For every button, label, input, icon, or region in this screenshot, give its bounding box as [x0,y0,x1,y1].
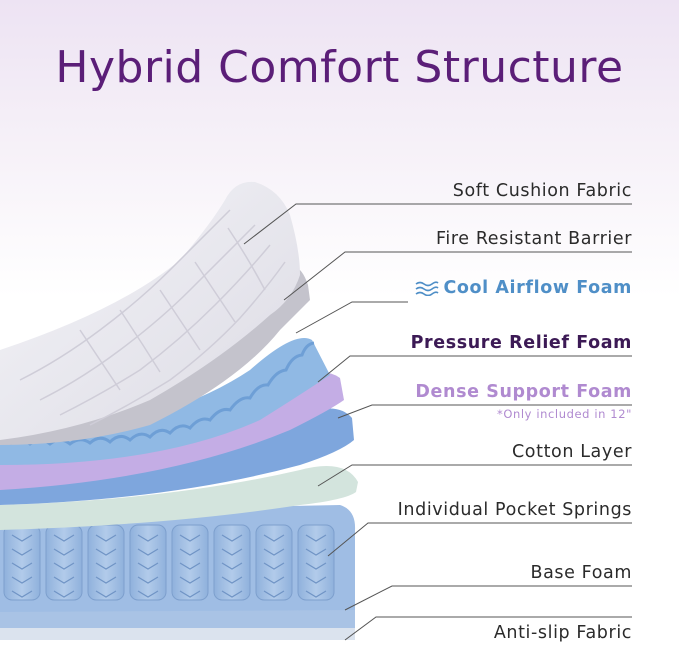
anti-slip-fabric-layer [0,628,355,640]
soft-cushion-fabric-layer [0,181,300,440]
pocket-spring [45,524,83,601]
spring-coil [221,576,243,584]
label-individual-pocket-springs: Individual Pocket Springs [397,500,632,520]
cotton-layer [0,466,358,530]
spring-coil [263,548,285,556]
spring-coil [137,548,159,556]
pocket-spring [213,524,251,601]
spring-coil [53,576,75,584]
spring-coil [221,590,243,598]
label-cool-airflow-foam: Cool Airflow Foam [415,278,632,298]
spring-coil [95,534,117,542]
spring-coil [53,548,75,556]
leader-lines [243,203,632,641]
pocket-springs-layer [0,505,356,612]
spring-coil [305,590,327,598]
spring-coil [137,576,159,584]
pocket-spring [129,524,167,601]
airflow-wave-icon [415,281,440,296]
pocket-spring [297,524,335,601]
spring-coil [263,562,285,570]
pocket-spring [255,524,293,601]
pocket-spring [171,524,209,601]
spring-coil [137,590,159,598]
spring-coil [95,590,117,598]
spring-coil [95,548,117,556]
spring-coil [53,534,75,542]
spring-coil [221,548,243,556]
pocket-spring [3,524,41,601]
spring-coil [95,562,117,570]
spring-coil [263,590,285,598]
spring-coil [11,562,33,570]
label-base-foam: Base Foam [530,563,632,583]
spring-coil [95,576,117,584]
spring-coil [263,576,285,584]
label-fire-resistant-barrier: Fire Resistant Barrier [436,229,632,249]
spring-coil [11,576,33,584]
pocket-spring [87,524,125,601]
spring-coil [11,548,33,556]
spring-coil [53,590,75,598]
spring-coil [305,576,327,584]
spring-coil [179,562,201,570]
spring-coil [305,562,327,570]
spring-coil [137,562,159,570]
spring-coil [305,534,327,542]
label-cotton-layer: Cotton Layer [511,442,632,462]
label-anti-slip-fabric: Anti-slip Fabric [493,623,632,643]
label-soft-cushion-fabric: Soft Cushion Fabric [452,181,632,201]
spring-coil [221,534,243,542]
spring-coil [179,576,201,584]
dense-support-note: *Only included in 12" [496,407,632,421]
quilt-pattern [19,209,286,426]
page-title: Hybrid Comfort Structure [55,42,624,93]
spring-coil [305,548,327,556]
spring-coil [137,534,159,542]
spring-coil [179,534,201,542]
spring-coil [179,590,201,598]
cool-airflow-text: Cool Airflow Foam [443,278,632,298]
spring-coil [179,548,201,556]
spring-coil [11,590,33,598]
spring-coil [53,562,75,570]
spring-coil [221,562,243,570]
label-dense-support-foam: Dense Support Foam [415,382,632,402]
spring-coil [11,534,33,542]
label-pressure-relief-foam: Pressure Relief Foam [410,333,632,353]
spring-coil [263,534,285,542]
